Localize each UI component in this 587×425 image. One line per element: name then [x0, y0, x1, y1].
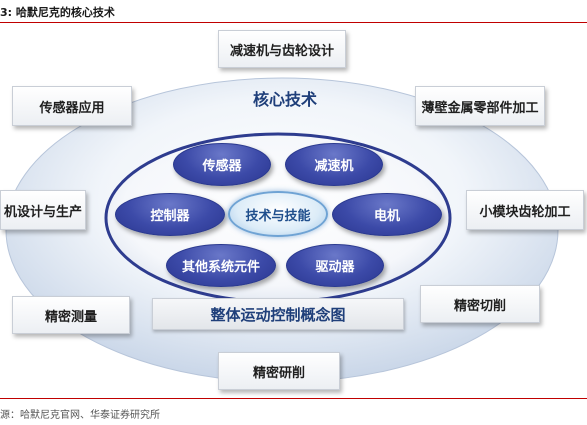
driver-pill: 驱动器 — [286, 244, 384, 287]
small-module-gear-box: 小模块齿轮加工 — [466, 190, 584, 230]
core-technology-title: 核心技术 — [252, 90, 317, 109]
motion-control-concept-box: 整体运动控制概念图 — [152, 298, 404, 330]
precision-cutting-box: 精密切削 — [420, 285, 540, 323]
reducer-pill: 减速机 — [285, 143, 383, 186]
figure-caption: 3: 哈默尼克的核心技术 — [0, 6, 115, 19]
sensor-application-box: 传感器应用 — [12, 86, 132, 126]
tech-and-skill-center: 技术与技能 — [228, 191, 328, 237]
motor-pill: 电机 — [332, 193, 442, 236]
source-divider — [0, 398, 587, 399]
caption-divider — [0, 22, 587, 23]
thin-wall-metal-parts-box: 薄壁金属零部件加工 — [415, 86, 545, 126]
precision-measurement-box: 精密测量 — [12, 296, 130, 334]
machine-design-production-box: 机设计与生产 — [0, 190, 86, 230]
controller-pill: 控制器 — [115, 193, 225, 236]
sensor-pill: 传感器 — [173, 143, 271, 186]
precision-grinding-box: 精密研削 — [218, 352, 340, 390]
source-note: 源：哈默尼克官网、华泰证券研究所 — [0, 410, 160, 421]
other-components-pill: 其他系统元件 — [166, 244, 276, 287]
reducer-gear-design-box: 减速机与齿轮设计 — [218, 30, 346, 68]
